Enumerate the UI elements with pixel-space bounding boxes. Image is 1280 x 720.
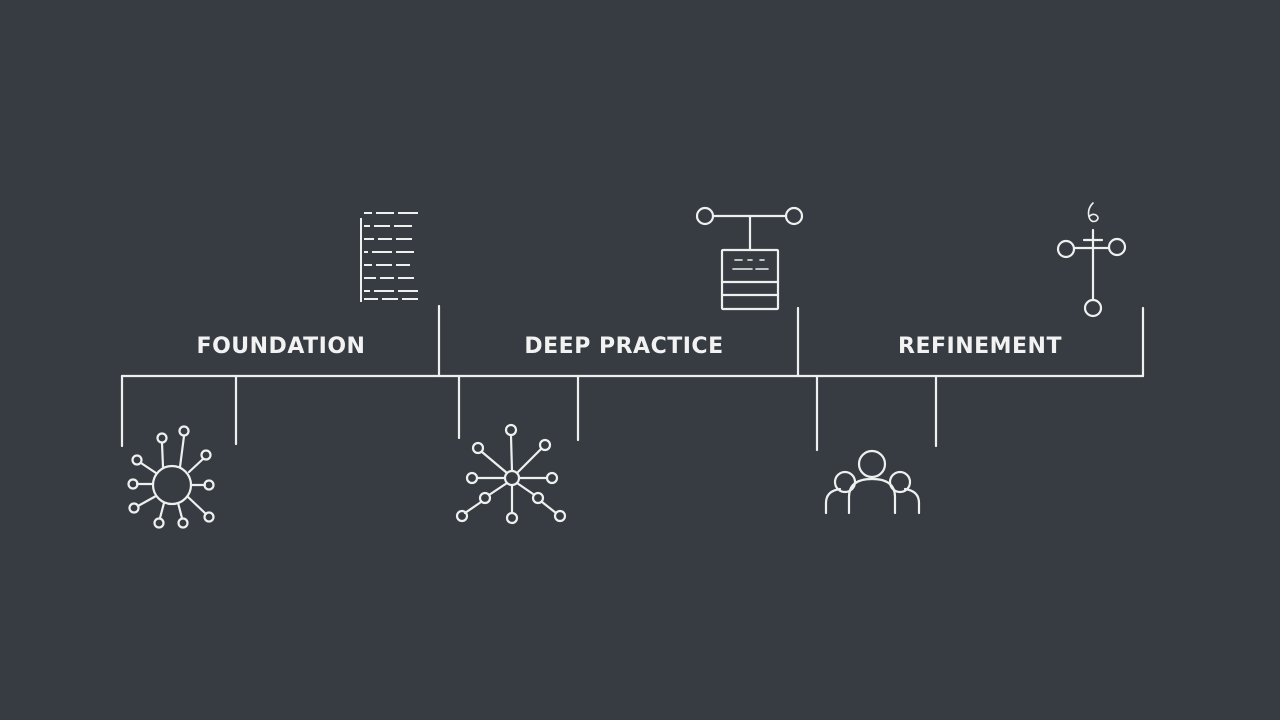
cross-nodes-icon bbox=[1056, 202, 1127, 318]
node-graph-icon bbox=[455, 423, 567, 525]
timeline-axis bbox=[120, 304, 1145, 452]
linked-panel-icon bbox=[695, 206, 804, 311]
phase-label-deep-practice: DEEP PRACTICE bbox=[524, 334, 724, 359]
phase-label-refinement: REFINEMENT bbox=[898, 334, 1062, 359]
people-group-icon bbox=[824, 449, 921, 515]
phase-label-foundation: FOUNDATION bbox=[196, 334, 366, 359]
document-text-icon bbox=[360, 212, 418, 302]
network-hub-icon bbox=[127, 425, 215, 529]
